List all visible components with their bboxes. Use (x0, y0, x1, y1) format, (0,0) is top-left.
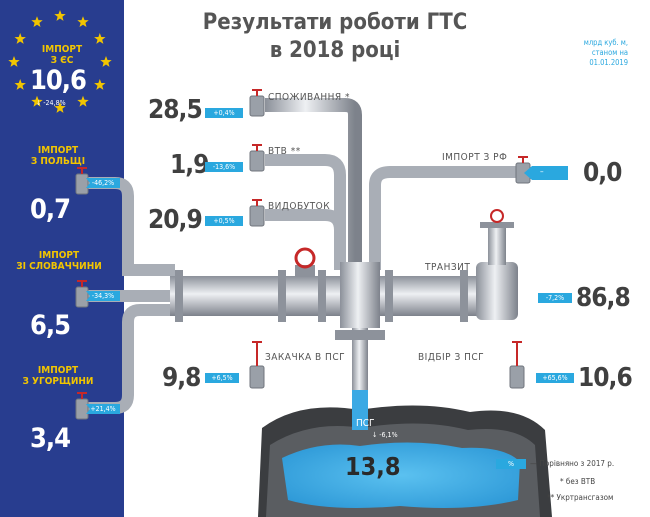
eu-value: 10,6 (30, 65, 87, 96)
eu-stars (8, 10, 112, 113)
page-subtitle: в 2018 році (269, 38, 401, 63)
slovakia-valve-icon (75, 286, 89, 308)
poland-value: 0,7 (30, 194, 71, 225)
withdrawal-badge: +65,6% (536, 373, 574, 383)
page-title: Результати роботи ГТС (202, 10, 468, 35)
production-badge: +0,5% (205, 216, 243, 226)
storage-gas (282, 442, 520, 508)
storage-injection-stream (352, 390, 368, 430)
transit-label: ТРАНЗИТ (425, 262, 471, 273)
star-icon (100, 56, 112, 67)
import-rf-value: 0,0 (583, 158, 622, 188)
transit-value: 86,8 (576, 283, 631, 313)
injection-value: 9,8 (162, 363, 201, 393)
down-arrow-icon: ↓ (36, 99, 42, 107)
import-rf-arrow-icon (524, 166, 568, 180)
hungary-badge: +21,4% (86, 404, 120, 414)
import-rf-label: ІМПОРТ З РФ (442, 152, 508, 163)
star-icon (14, 79, 26, 90)
production-valve-icon (249, 205, 265, 227)
vtv-valve-icon (249, 150, 265, 172)
import-rf-badge: – (540, 167, 544, 176)
star-icon (8, 56, 20, 67)
injection-badge: +6,5% (205, 373, 239, 383)
poland-badge: -46,2% (86, 178, 120, 188)
storage-label: ПСГ (356, 418, 375, 429)
legend-note-1: * без ВТВ (560, 477, 596, 486)
withdrawal-value: 10,6 (578, 363, 633, 393)
vtv-badge: -13,6% (205, 162, 243, 172)
transit-valve (476, 262, 518, 320)
storage-rock (258, 405, 552, 517)
legend-note-2: ** Укртрансгазом (547, 493, 614, 502)
main-valve-wheel-icon (294, 247, 316, 269)
slovakia-value: 6,5 (30, 310, 71, 341)
vtv-value: 1,9 (170, 150, 209, 180)
production-label: ВИДОБУТОК (268, 201, 331, 212)
slovakia-badge: -34,3% (86, 291, 120, 301)
consumption-badge: +0,4% (205, 108, 243, 118)
injection-valve-icon (249, 365, 265, 389)
valve-handle-icon (490, 209, 504, 223)
star-icon (94, 79, 106, 90)
star-icon (94, 33, 106, 44)
down-arrow-icon: ↓ (372, 431, 378, 439)
star-icon (14, 33, 26, 44)
star-icon (54, 102, 66, 113)
withdrawal-label: ВІДБІР З ПСГ (418, 352, 485, 363)
consumption-valve-icon (249, 95, 265, 117)
storage-value: 13,8 (345, 452, 401, 481)
hungary-value: 3,4 (30, 423, 71, 454)
vtv-label: ВТВ ** (268, 146, 301, 157)
star-icon (31, 16, 43, 27)
hungary-valve-icon (75, 398, 89, 420)
star-icon (77, 16, 89, 27)
transit-badge: -7,2% (538, 293, 572, 303)
consumption-value: 28,5 (148, 95, 203, 125)
eu-change: ↓ -24,8% (36, 99, 66, 107)
injection-label: ЗАКАЧКА В ПСГ (265, 352, 346, 363)
poland-valve-icon (75, 173, 89, 195)
withdrawal-valve-icon (509, 365, 525, 389)
consumption-label: СПОЖИВАННЯ * (268, 92, 351, 103)
legend-badge: % (496, 459, 526, 469)
storage-change: ↓ -6,1% (372, 431, 398, 439)
star-icon (54, 10, 66, 21)
production-value: 20,9 (148, 205, 203, 235)
star-icon (77, 95, 89, 107)
star-icon (31, 95, 43, 107)
legend-text: — Порівняно з 2017 р. (530, 459, 615, 468)
